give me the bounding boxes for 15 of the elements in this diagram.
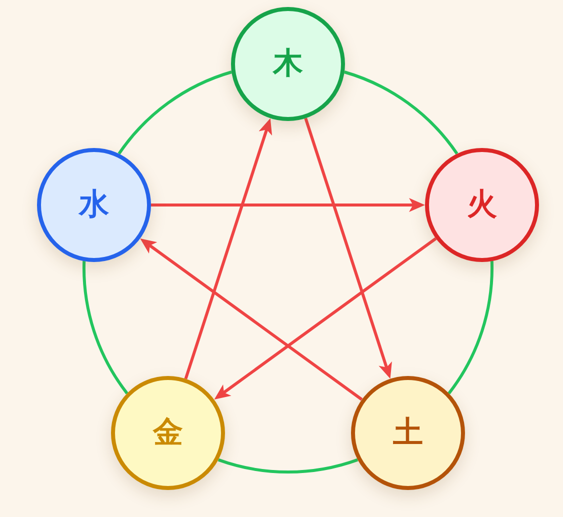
arrow bbox=[214, 237, 437, 400]
cycle-arc bbox=[118, 70, 232, 155]
arrow bbox=[184, 118, 272, 380]
arrow bbox=[140, 238, 363, 401]
node-label: 土 bbox=[392, 418, 423, 448]
cycle-arc bbox=[82, 261, 128, 394]
cycle-arc bbox=[448, 261, 494, 394]
arrow bbox=[304, 118, 392, 379]
node-label: 水 bbox=[78, 190, 109, 220]
arrow bbox=[151, 198, 425, 212]
cycle-arc bbox=[344, 70, 458, 155]
node-label: 木 bbox=[273, 49, 303, 79]
cycle-arc bbox=[218, 458, 358, 474]
node-label: 金 bbox=[153, 418, 184, 448]
node-label: 火 bbox=[467, 190, 497, 220]
